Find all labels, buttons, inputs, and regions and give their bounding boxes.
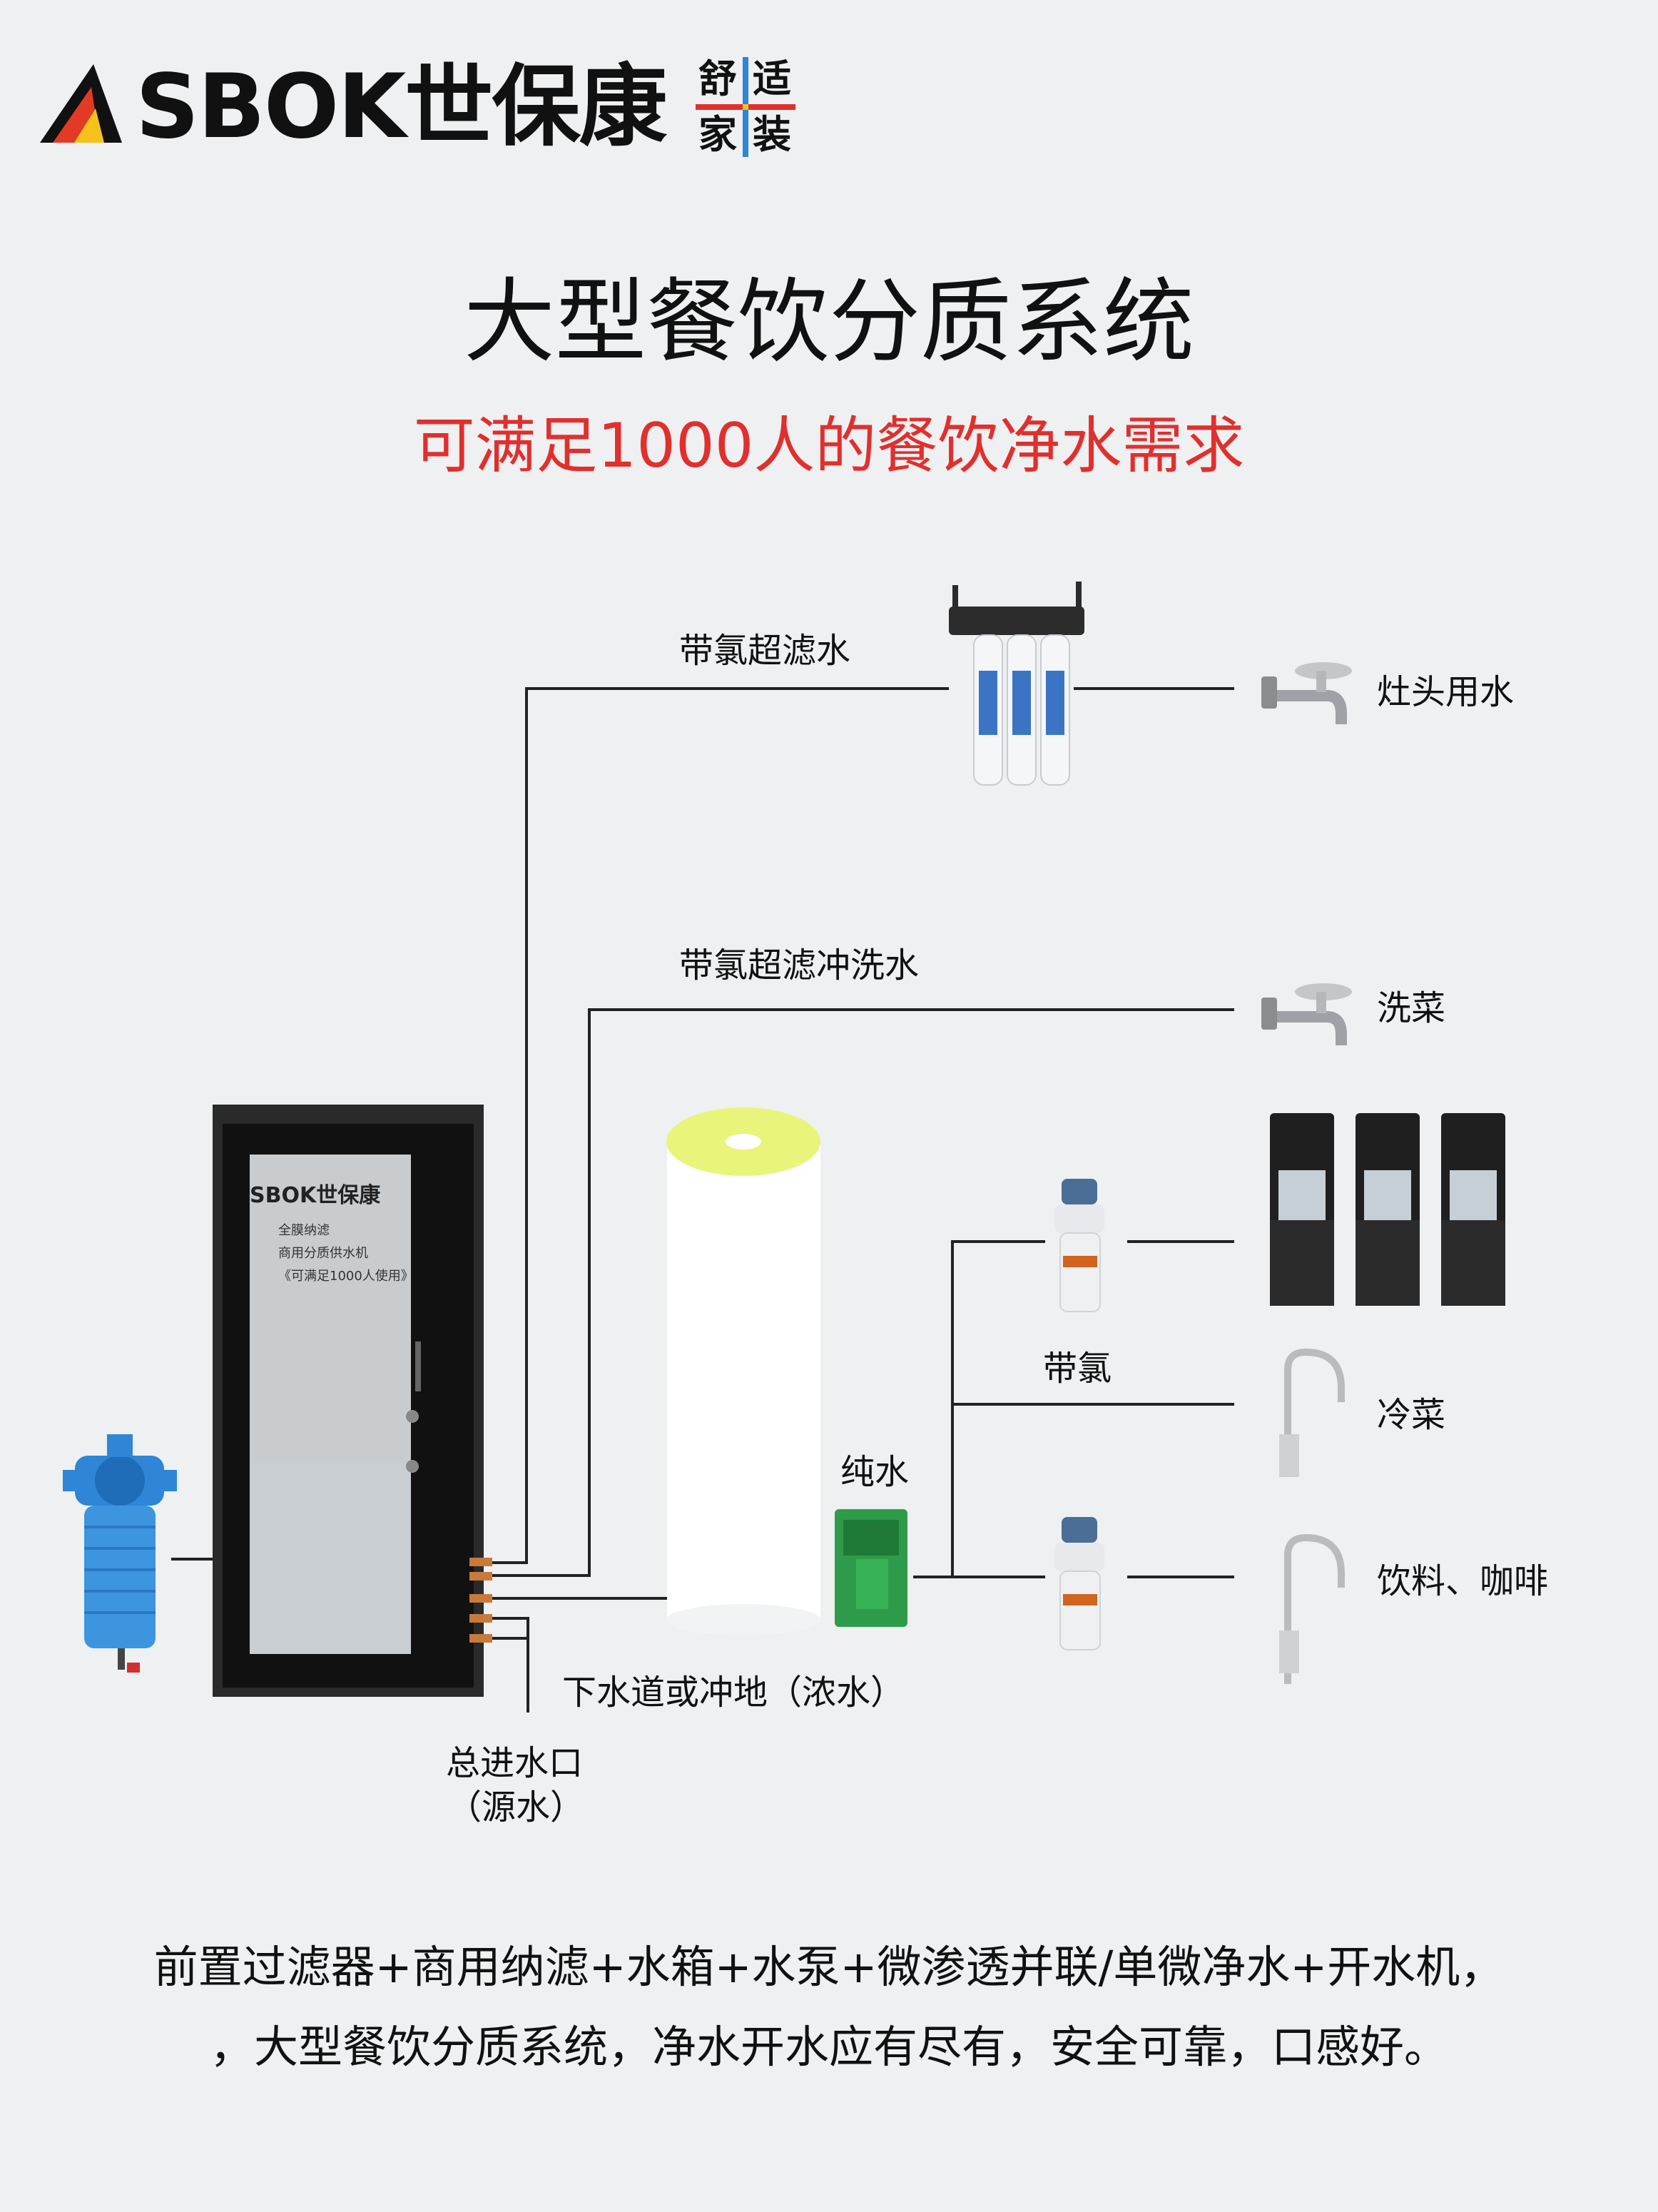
- prefilter-icon: [63, 1434, 177, 1673]
- cabinet-brand: SBOK世保康: [250, 1183, 381, 1208]
- single-filter-icon-lower: [1054, 1517, 1104, 1650]
- pipe-chlorine-uf: [489, 687, 949, 1564]
- label-wash-vegetables: 洗菜: [1377, 988, 1446, 1028]
- label-with-chlorine: 带氯: [1043, 1349, 1112, 1389]
- water-dispenser-icon-2: [1356, 1113, 1420, 1306]
- label-chlorine-uf-wash: 带氯超滤冲洗水: [679, 945, 920, 985]
- label-chlorine-uf-water: 带氯超滤水: [679, 631, 851, 671]
- brand-header: [40, 50, 668, 157]
- page-title: 大型餐饮分质系统: [463, 269, 1194, 375]
- tagline-char-4: 装: [753, 112, 791, 157]
- label-cold-dishes: 冷菜: [1377, 1395, 1446, 1435]
- tagline-char-2: 适: [753, 56, 791, 101]
- cabinet-line1: 全膜纳滤: [278, 1223, 330, 1238]
- label-drain: 下水道或冲地（浓水）: [562, 1673, 905, 1713]
- cabinet-line3: 《可满足1000人使用》: [278, 1269, 414, 1284]
- label-stove-water: 灶头用水: [1377, 672, 1515, 712]
- tagline-badge: 舒 适 家 装: [696, 57, 803, 164]
- sbok-logo-icon: [40, 64, 122, 143]
- water-dispenser-icon-1: [1270, 1113, 1334, 1306]
- gooseneck-faucet-icon-cold: [1284, 1348, 1345, 1477]
- footer-line-2: ，大型餐饮分质系统，净水开水应有尽有，安全可靠，口感好。: [209, 2021, 1448, 2073]
- page-subtitle: 可满足1000人的餐饮净水需求: [413, 410, 1245, 482]
- pipe-to-filter-upper: [913, 1240, 1045, 1578]
- gooseneck-faucet-icon-drinks: [1284, 1533, 1345, 1684]
- triple-filter-icon: [949, 582, 1084, 786]
- label-main-inlet: 总进水口: [446, 1743, 584, 1783]
- pipe-wash: [489, 1008, 1234, 1577]
- cabinet-line2: 商用分质供水机: [278, 1246, 368, 1261]
- pipe-lines: [171, 687, 1234, 1713]
- water-tank-icon: [666, 1107, 820, 1635]
- faucet-icon-stove: [1261, 662, 1352, 724]
- footer-line-1: 前置过滤器+商用纳滤+水箱+水泵+微渗透并联/单微净水+开水机，: [153, 1941, 1505, 1993]
- label-main-inlet-source: （源水）: [447, 1787, 585, 1827]
- label-pure-water: 纯水: [840, 1452, 910, 1492]
- faucet-icon-wash: [1261, 983, 1352, 1045]
- water-dispenser-icon-3: [1441, 1113, 1505, 1306]
- pump-icon: [835, 1509, 907, 1627]
- tagline-char-3: 家: [698, 112, 737, 157]
- label-drinks-coffee: 饮料、咖啡: [1377, 1561, 1549, 1601]
- brand-name: SBOK世保康: [136, 56, 667, 158]
- single-filter-icon-upper: [1054, 1179, 1104, 1312]
- tagline-char-1: 舒: [698, 56, 737, 101]
- cabinet-icon: [213, 1105, 492, 1697]
- pipe-drain: [489, 1617, 529, 1713]
